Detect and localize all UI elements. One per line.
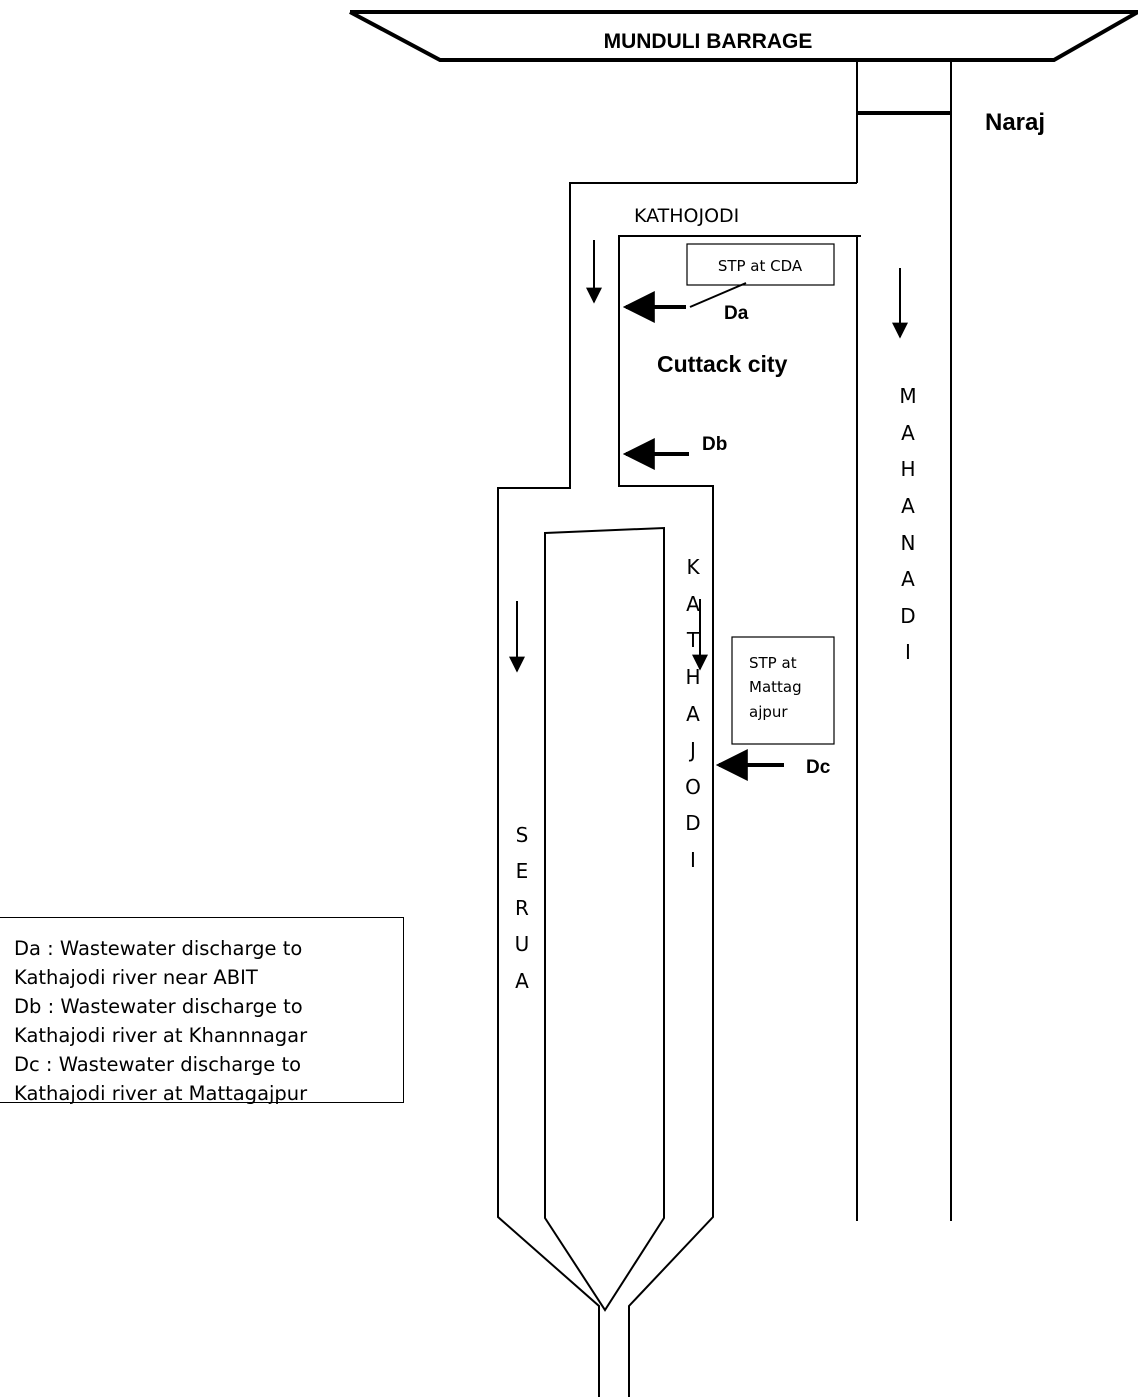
legend-line: Db : Wastewater discharge to — [14, 995, 303, 1018]
svg-text:O: O — [685, 775, 701, 799]
barrage-label: MUNDULI BARRAGE — [604, 30, 813, 53]
discharge-db: Db — [622, 434, 727, 470]
svg-text:K: K — [686, 555, 700, 579]
svg-text:A: A — [901, 494, 915, 518]
kathojodi-top-label: KATHOJODI — [634, 205, 739, 227]
naraj-channel: Naraj — [856, 60, 1045, 1221]
svg-text:R: R — [515, 896, 529, 920]
svg-text:S: S — [516, 823, 529, 847]
svg-text:H: H — [685, 665, 700, 689]
legend-line: Kathajodi river at Mattagajpur — [14, 1082, 308, 1105]
svg-text:I: I — [690, 848, 696, 872]
svg-text:T: T — [686, 628, 700, 652]
stp-mattagajpur: STP at Mattag ajpur — [731, 636, 835, 745]
stp-mattagajpur-line-1: STP at — [749, 654, 797, 672]
discharge-dc: Dc — [715, 749, 831, 781]
kathojodi-branch: KATHOJODI — [497, 182, 861, 1397]
svg-text:D: D — [900, 604, 915, 628]
svg-text:I: I — [905, 640, 911, 664]
svg-text:U: U — [515, 932, 530, 956]
svg-text:H: H — [900, 457, 915, 481]
munduli-barrage: MUNDULI BARRAGE — [349, 10, 1138, 62]
legend-line: Kathajodi river near ABIT — [14, 966, 258, 989]
cuttack-city-label: Cuttack city — [657, 351, 788, 377]
svg-text:M: M — [899, 384, 916, 408]
kathajodi-label: K A T H A J O D I — [685, 555, 701, 872]
legend-line: Kathajodi river at Khannnagar — [14, 1024, 308, 1047]
legend-line: Dc : Wastewater discharge to — [14, 1053, 302, 1076]
discharge-da: Da — [622, 291, 749, 324]
stp-mattagajpur-line-3: ajpur — [749, 703, 788, 721]
legend-box: Da : Wastewater discharge to Kathajodi r… — [0, 917, 404, 1105]
naraj-label: Naraj — [985, 109, 1045, 136]
svg-text:J: J — [688, 738, 696, 762]
flow-arrows — [509, 240, 908, 673]
island-outline — [544, 526, 665, 1312]
dc-label: Dc — [806, 757, 831, 778]
serua-label: S E R U A — [515, 823, 530, 993]
db-label: Db — [702, 434, 727, 455]
svg-text:A: A — [901, 421, 915, 445]
mahanadi-label: M A H A N A D I — [899, 384, 916, 664]
svg-text:E: E — [516, 859, 529, 883]
svg-text:A: A — [901, 567, 915, 591]
stp-cda-label: STP at CDA — [718, 257, 803, 275]
stp-cda: STP at CDA — [686, 243, 835, 308]
svg-text:D: D — [685, 811, 700, 835]
svg-text:N: N — [901, 531, 916, 555]
da-label: Da — [724, 303, 749, 324]
svg-text:A: A — [686, 702, 700, 726]
legend-line: Da : Wastewater discharge to — [14, 937, 303, 960]
stp-mattagajpur-line-2: Mattag — [749, 678, 802, 696]
svg-text:A: A — [686, 592, 700, 616]
svg-text:A: A — [515, 969, 529, 993]
